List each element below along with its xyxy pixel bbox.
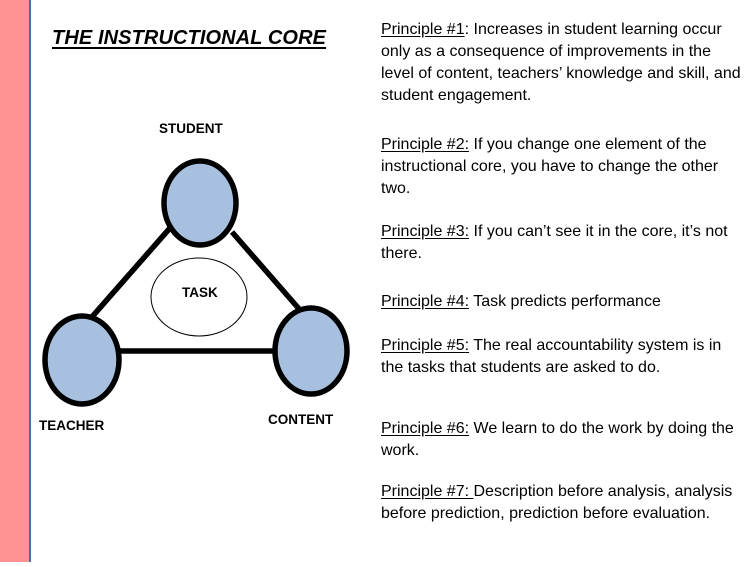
principle-5: Principle #5: The real accountability sy…: [381, 335, 745, 379]
principle-heading: Principle #7:: [381, 483, 474, 500]
principle-heading: Principle #5:: [381, 337, 470, 354]
content-label: CONTENT: [268, 412, 334, 427]
principle-text: If you can’t see it in the core, it’s no…: [381, 223, 728, 262]
principle-text: Task predicts performance: [473, 293, 661, 310]
page-title: THE INSTRUCTIONAL CORE: [52, 27, 327, 49]
edge-student-teacher: [88, 226, 173, 320]
principle-heading: Principle #3:: [381, 223, 470, 240]
principle-3: Principle #3: If you can’t see it in the…: [381, 221, 745, 265]
principle-text: Description before analysis, analysis be…: [381, 483, 733, 522]
principle-heading: Principle #4:: [381, 293, 470, 310]
task-label: TASK: [182, 285, 218, 300]
side-accent-stripe: [29, 0, 31, 562]
instructional-core-diagram: STUDENT TEACHER CONTENT TASK: [0, 0, 374, 562]
teacher-label: TEACHER: [39, 418, 105, 433]
principle-6: Principle #6: We learn to do the work by…: [381, 418, 745, 462]
edge-student-content: [229, 230, 303, 312]
principle-1: Principle #1: Increases in student learn…: [381, 19, 745, 107]
principle-heading: Principle #1: [381, 21, 465, 38]
content-node: [272, 305, 350, 397]
task-ellipse: [150, 257, 248, 337]
principle-text: If you change one element of the instruc…: [381, 136, 719, 197]
principle-text: The real accountability system is in the…: [381, 337, 722, 376]
principle-2: Principle #2: If you change one element …: [381, 134, 745, 200]
principle-heading: Principle #6:: [381, 420, 470, 437]
diagram-canvas: [42, 158, 350, 407]
principle-text: Increases in student learning occur only…: [381, 21, 741, 104]
principle-4: Principle #4: Task predicts performance: [381, 291, 745, 313]
principle-heading: Principle #2:: [381, 136, 470, 153]
student-label: STUDENT: [159, 121, 223, 136]
principle-text: We learn to do the work by doing the wor…: [381, 420, 734, 459]
principle-7: Principle #7: Description before analysi…: [381, 481, 745, 525]
principle-separator: :: [464, 21, 474, 38]
teacher-node: [42, 313, 122, 407]
side-accent-bar: [0, 0, 29, 562]
student-node: [161, 158, 239, 248]
